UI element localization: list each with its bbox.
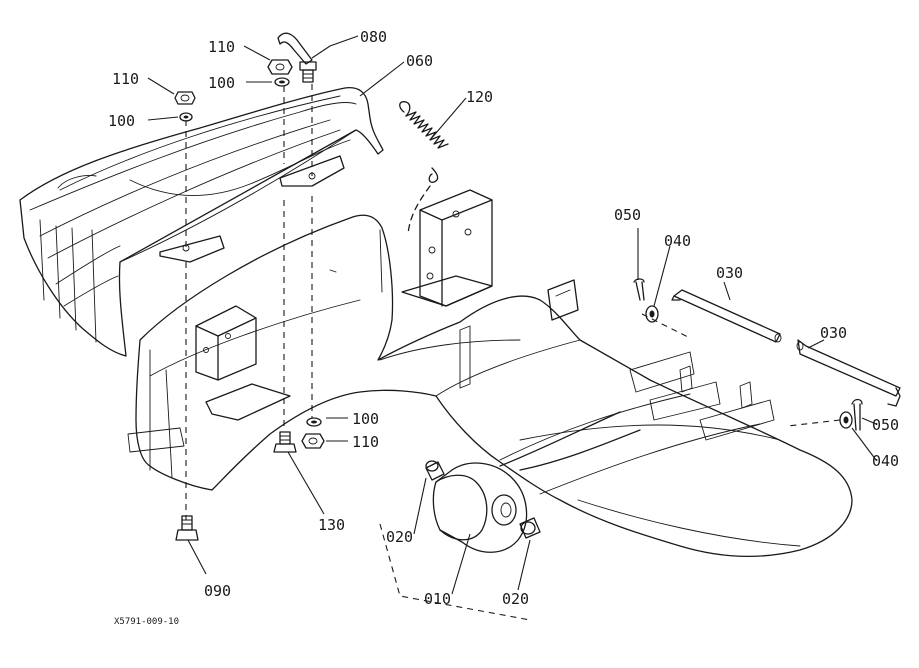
bolt-090 <box>175 515 199 541</box>
callout-080: 080 <box>360 28 387 46</box>
rod-030-a <box>671 289 782 343</box>
fender-body <box>127 214 853 558</box>
washer-040-top <box>645 305 659 323</box>
callout-020-left: 020 <box>386 528 413 546</box>
callout-100-top: 100 <box>208 74 235 92</box>
callout-090: 090 <box>204 582 231 600</box>
callouts: 080 110 100 110 100 060 120 050 040 030 … <box>108 28 899 627</box>
cotter-pin-050-top <box>633 278 645 301</box>
callout-100-left: 100 <box>108 112 135 130</box>
callout-060: 060 <box>406 52 433 70</box>
callout-050-top: 050 <box>614 206 641 224</box>
bolt-130 <box>273 431 297 453</box>
bushing-020-left <box>425 460 445 481</box>
callout-010: 010 <box>424 590 451 608</box>
alignment-lines <box>185 84 841 621</box>
washer-100-left <box>179 112 193 122</box>
seat-mount-bracket-left <box>195 305 291 421</box>
callout-110-top: 110 <box>208 38 235 56</box>
callout-110-mid: 110 <box>352 433 379 451</box>
callout-040-top: 040 <box>664 232 691 250</box>
spring-120 <box>399 101 449 235</box>
callout-020-right: 020 <box>502 590 529 608</box>
rod-030-b <box>796 339 901 407</box>
callout-110-left: 110 <box>112 70 139 88</box>
callout-050-right: 050 <box>872 416 899 434</box>
knob-bolt-080 <box>277 32 317 83</box>
callout-130: 130 <box>318 516 345 534</box>
nut-110-left <box>174 91 196 105</box>
washer-100-top <box>274 77 290 87</box>
callout-030-b: 030 <box>820 324 847 342</box>
leader-lines <box>147 35 877 595</box>
figure-reference: X5791-009-10 <box>114 617 179 627</box>
nut-110-top <box>267 59 293 75</box>
seat-mount-bracket-center <box>401 189 493 307</box>
bushing-020-right <box>519 517 541 539</box>
callout-030-a: 030 <box>716 264 743 282</box>
washer-100-mid <box>306 417 322 427</box>
washer-040-right <box>839 411 853 429</box>
roller-010 <box>432 462 528 553</box>
nut-110-mid <box>301 433 325 449</box>
callout-100-mid: 100 <box>352 410 379 428</box>
seat <box>19 86 384 357</box>
cotter-pin-050-right <box>851 398 863 431</box>
callout-040-right: 040 <box>872 452 899 470</box>
callout-120: 120 <box>466 88 493 106</box>
